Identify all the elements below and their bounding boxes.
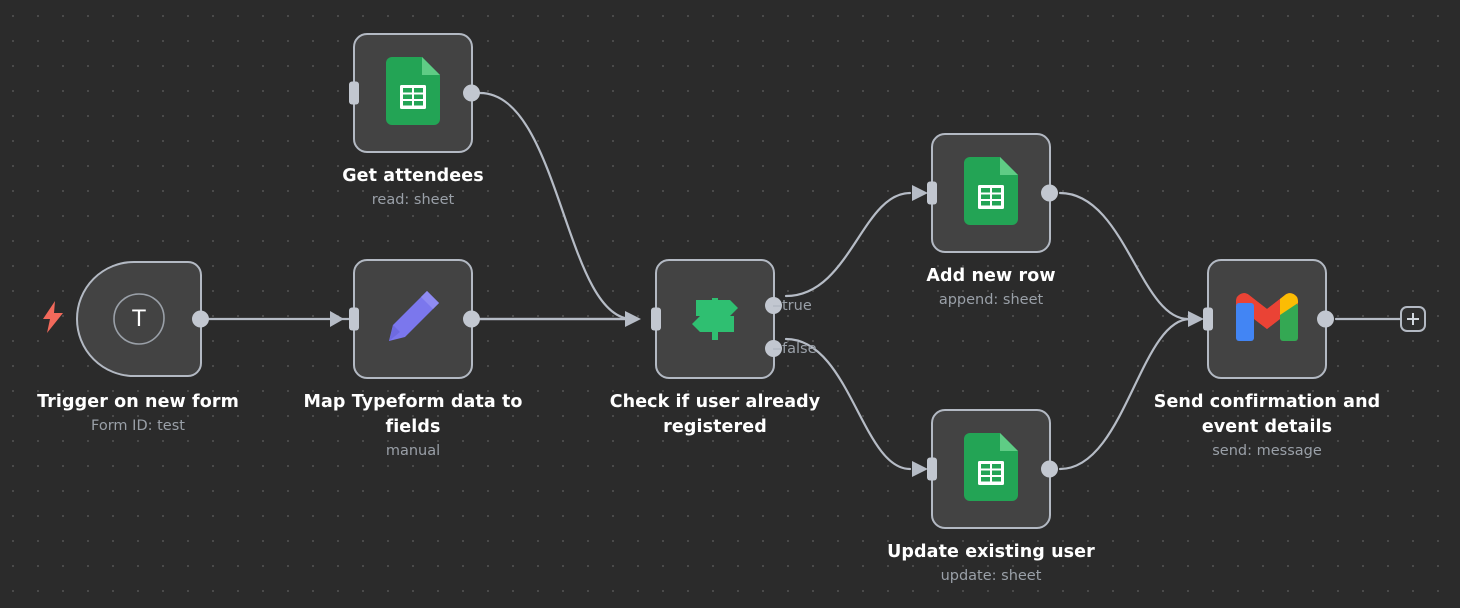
output-port[interactable] (1041, 460, 1058, 478)
node-subtitle: read: sheet (371, 192, 455, 208)
switch-signpost-icon (686, 288, 744, 350)
edge-arrow-addrow-in (912, 185, 928, 201)
input-port[interactable] (1203, 307, 1213, 331)
add-node-button[interactable] (1400, 306, 1426, 332)
caption-get-attendees: Get attendees read: sheet (285, 164, 541, 211)
pencil-edit-icon (383, 287, 443, 351)
input-port[interactable] (927, 181, 937, 205)
google-sheets-icon (386, 57, 440, 129)
port-stub (773, 347, 781, 350)
gmail-icon (1236, 293, 1298, 345)
node-title: Update existing user (887, 542, 1095, 562)
node-title: Map Typeform data to fields (303, 392, 523, 437)
node-map-typeform-data-to-fields[interactable] (349, 259, 480, 379)
caption-trigger: Trigger on new form Form ID: test (10, 390, 266, 437)
node-check-if-user-already-registered[interactable]: true false (651, 259, 817, 379)
output-port-true-label: true (782, 297, 812, 314)
output-port[interactable] (463, 310, 480, 328)
node-subtitle: send: message (1212, 443, 1322, 459)
node-title: Trigger on new form (37, 392, 239, 412)
lightning-bolt-icon (42, 301, 64, 337)
edge-attendees-to-switch (478, 91, 634, 321)
plus-icon-vertical (1411, 313, 1415, 325)
port-stub (773, 304, 781, 307)
output-port-false[interactable]: false (765, 340, 817, 357)
typeform-t-icon: T (112, 292, 166, 346)
edge-switch-true-to-addrow (784, 191, 912, 298)
caption-map-typeform: Map Typeform data to fields manual (290, 390, 536, 462)
node-title: Get attendees (342, 166, 484, 186)
node-subtitle: manual (385, 443, 441, 459)
output-port-false-label: false (782, 340, 817, 357)
input-port[interactable] (651, 307, 661, 331)
node-subtitle: Form ID: test (91, 418, 185, 434)
input-port[interactable] (927, 457, 937, 481)
node-subtitle: update: sheet (940, 568, 1042, 584)
output-port[interactable] (1317, 310, 1334, 328)
node-title: Send confirmation and event details (1153, 392, 1381, 437)
caption-check-registered: Check if user already registered (590, 390, 840, 440)
edge-addrow-to-gmail (1058, 191, 1190, 321)
node-trigger-on-new-form[interactable]: T (43, 261, 209, 377)
node-title: Check if user already registered (609, 392, 821, 437)
node-get-attendees[interactable] (349, 33, 480, 153)
google-sheets-icon (964, 433, 1018, 505)
input-port[interactable] (349, 307, 359, 331)
node-title: Add new row (926, 266, 1056, 286)
edge-arrow-switch-in-a (625, 311, 641, 327)
node-subtitle: append: sheet (938, 292, 1044, 308)
edge-arrow-map-in (330, 311, 344, 327)
trigger-letter: T (132, 306, 146, 332)
caption-update-existing-user: Update existing user update: sheet (866, 540, 1116, 587)
input-port[interactable] (349, 81, 359, 105)
caption-add-new-row: Add new row append: sheet (866, 264, 1116, 311)
edge-update-to-gmail (1058, 317, 1192, 471)
output-port-true[interactable]: true (765, 297, 812, 314)
output-port[interactable] (463, 84, 480, 102)
node-add-new-row[interactable] (927, 133, 1058, 253)
edge-arrow-update-in (912, 461, 928, 477)
output-port[interactable] (1041, 184, 1058, 202)
google-sheets-icon (964, 157, 1018, 229)
edge-switch-false-to-update (784, 337, 912, 471)
node-update-existing-user[interactable] (927, 409, 1058, 529)
output-port[interactable] (192, 310, 209, 328)
edge-arrow-gmail-in-a (1188, 311, 1204, 327)
node-send-confirmation-and-event-details[interactable] (1203, 259, 1334, 379)
caption-send-confirmation: Send confirmation and event details send… (1142, 390, 1392, 462)
